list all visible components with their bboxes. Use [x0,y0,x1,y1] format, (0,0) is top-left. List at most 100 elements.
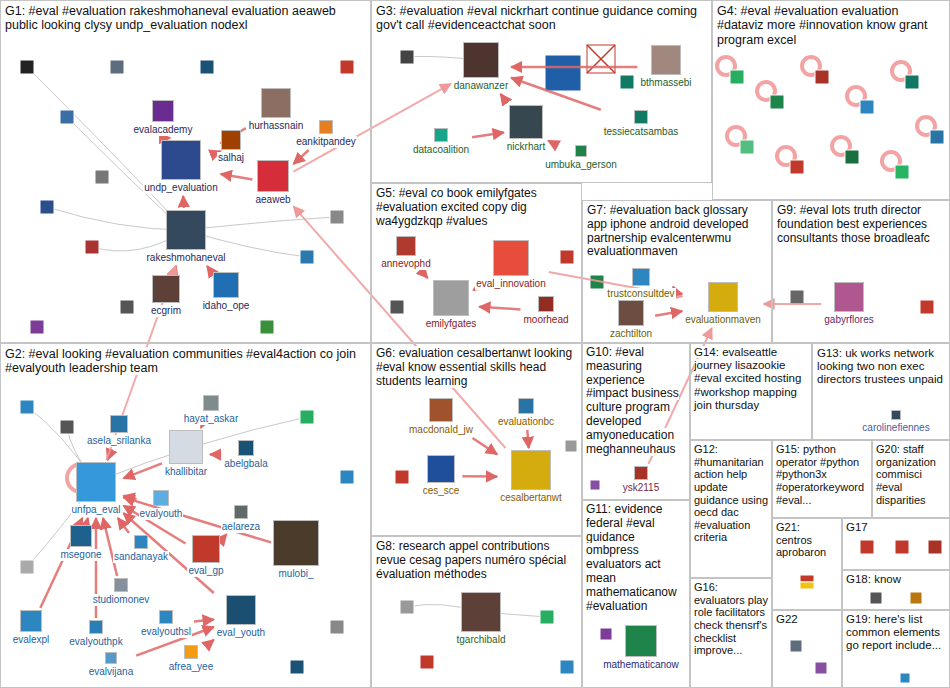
user-node: evaluationbc [497,398,555,428]
group-panel: G19: here's list common elements go repo… [842,610,950,688]
user-label: umbuka_gerson [544,159,618,171]
avatar-icon [110,60,124,74]
user-label: trustconsultdev [606,288,675,300]
group-heading-block: G2: #eval looking #evaluation communitie… [1,344,370,379]
user-avatar [463,42,499,78]
connector [294,206,506,448]
user-node: trustconsultdev [606,268,675,300]
group-heading-block: G7: #evaluation back glossary app iphone… [583,201,771,262]
user-avatar [434,128,448,142]
user-node: aeaweb [254,160,291,206]
connector [548,141,552,143]
user-node: emilyfgates [425,280,478,330]
group-heading-block: G22 [773,611,841,628]
user-avatar [152,100,174,122]
user-avatar [184,645,198,659]
group-heading-block: G21: centros aprobaron [773,519,841,561]
group-heading-block: G4: #eval #evaluation evaluation #datavi… [713,1,949,50]
avatar-icon [730,70,744,84]
user-avatar [538,296,554,312]
connector [472,132,504,137]
group-heading-block: G3: #evaluation #eval nickrhart continue… [372,1,711,36]
group-heading: G11: evidence federal #eval guidance omb… [586,502,677,613]
group-heading-block: G14: evalseattle journey lisazookie #eva… [691,344,811,414]
user-avatar [257,160,289,192]
group-heading-block: G12: #humanitarian action help update gu… [691,441,771,546]
avatar-icon [20,400,34,414]
user-label: mathematicanow [602,659,680,671]
avatar-icon [95,170,109,184]
avatar-icon [395,470,409,484]
group-heading-block: G13: uk works network looking two non ex… [813,344,949,390]
group-heading-block: G16: evaluators play role facilitators c… [691,579,771,659]
user-label: tessiecatsambas [603,126,679,138]
avatar-icon [770,95,784,109]
user-node: evalexpl [12,610,51,646]
user-label: evalyouth [139,508,184,520]
user-node: zachtilton [609,300,653,340]
user-label: eankitpandey [295,136,357,148]
user-label: sandanayak [113,551,169,563]
group-panel: G12: #humanitarian action help update gu… [690,440,772,578]
user-avatar [76,462,116,502]
connector [501,94,508,103]
flag-icon [800,582,814,589]
group-heading: G10: #eval measuring experience #impact … [586,345,679,456]
user-label: evalexpl [12,634,51,646]
connector [194,620,214,622]
user-avatar [429,398,453,422]
user-node: ces_sce [422,455,461,497]
avatar-icon [930,130,944,144]
group-heading-block: G1: #eval #evaluation rakeshmohaneval ev… [1,1,370,36]
user-node: nickrhart [506,105,546,153]
user-avatar [575,145,587,157]
avatar-icon [290,660,304,674]
connector [294,84,451,172]
connector [124,463,162,478]
connector [103,518,117,576]
avatar-icon [790,640,802,652]
user-label: evaluationmaven [684,314,762,326]
group-heading: G21: centros aprobaron [776,521,826,558]
group-heading: G3: #evaluation #eval nickrhart continue… [376,4,697,32]
user-label: datacoalition [412,144,470,156]
group-heading: G8: research appel contributions revue c… [376,539,566,581]
avatar-icon [20,60,34,74]
avatar-icon [845,150,859,164]
user-avatar [203,395,219,411]
connector [124,506,186,544]
user-node: unfpa_eval [71,462,122,516]
avatar-icon [870,592,882,604]
group-panel: G14: evalseattle journey lisazookie #eva… [690,343,812,440]
user-node: tgarchibald [456,592,507,646]
user-label: rakeshmohaneval [146,252,227,264]
user-avatar [319,120,333,134]
user-avatar [511,450,551,490]
group-heading: G7: #evaluation back glossary app iphone… [587,203,748,258]
group-heading-block: G10: #eval measuring experience #impact … [583,344,689,458]
avatar-icon [905,75,919,89]
group-heading: G17 [846,521,868,533]
user-node: ysk2115 [622,466,661,494]
user-avatar [221,130,241,150]
group-heading: G4: #eval #evaluation evaluation #datavi… [717,4,928,47]
group-panel: G10: #eval measuring experience #impact … [582,343,690,500]
user-node: eval_gp [187,535,224,577]
connector [200,427,203,428]
avatar-icon [260,320,274,334]
user-label: aeaweb [254,194,291,206]
avatar-icon [340,60,354,74]
group-heading: G19: here's list common elements go repo… [846,613,941,651]
connector [422,272,427,278]
user-node: evalvijana [88,652,134,678]
user-node: evalacademy [133,100,194,136]
group-heading: G20: staff organization commisci #eval d… [876,443,936,506]
user-avatar [261,88,291,118]
user-avatar [618,300,644,326]
user-avatar [213,272,239,298]
user-label: zachtilton [609,328,653,340]
user-label: abelgbala [223,458,268,470]
avatar-icon [200,60,214,74]
